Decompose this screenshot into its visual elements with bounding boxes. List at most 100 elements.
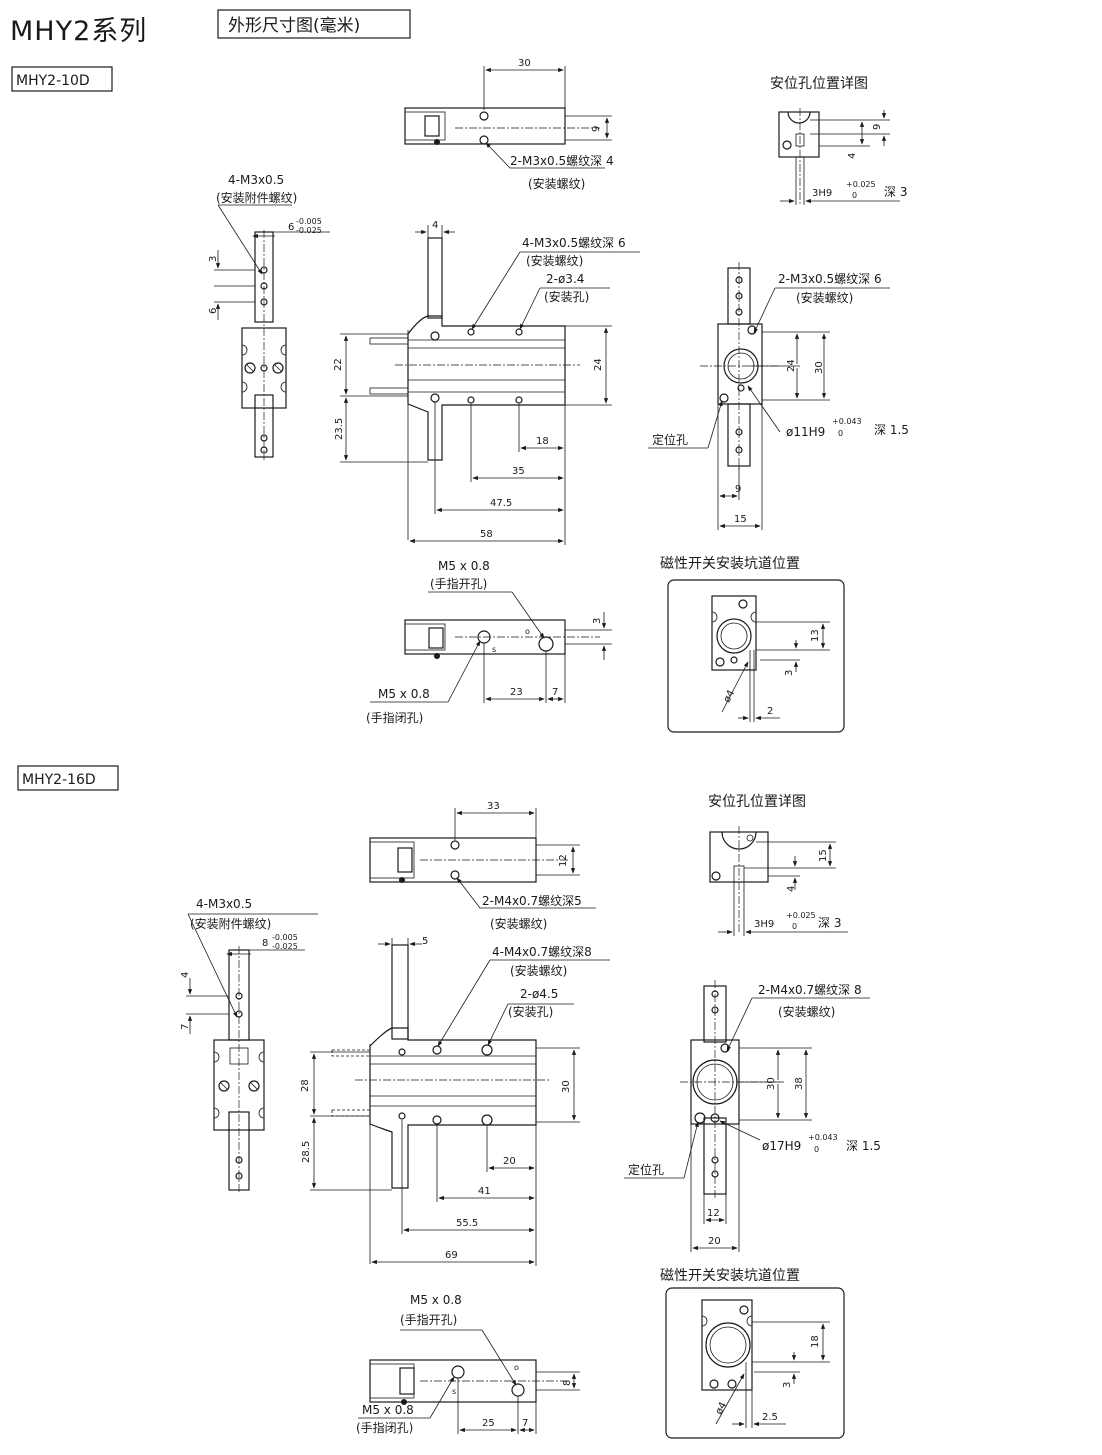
locating-detail-16d: 15 4	[709, 826, 848, 936]
detail-fit-base-10d: 3H9	[812, 188, 832, 199]
dim-front-69-16d: 69	[445, 1250, 458, 1261]
dim-front-20-16d: 20	[503, 1156, 516, 1167]
side-fit-base-10d: ø11H9	[786, 425, 825, 439]
dim-detail-4-10d: 4	[847, 153, 858, 159]
finger-thread-label-10d: 4-M3x0.5	[228, 173, 284, 187]
detail-title-16d: 安位孔位置详图	[708, 794, 806, 810]
dim-switch-phi4-10d: ø4	[722, 688, 738, 704]
dim-port-25-16d: 25	[482, 1418, 495, 1429]
dim-side-9-10d: 9	[735, 484, 741, 495]
front-thread-note-10d: (安装螺纹)	[526, 253, 583, 268]
front-hole-label-10d: 2-ø3.4	[546, 272, 584, 286]
side-thread-label-10d: 2-M3x0.5螺纹深 6	[778, 272, 882, 286]
side-fit-upper-16d: +0.043	[808, 1133, 838, 1142]
dim-front-41-16d: 41	[478, 1186, 491, 1197]
dim-finger-6-10d: 6	[208, 308, 219, 314]
port-open-note-16d: (手指开孔)	[400, 1312, 457, 1327]
locating-hole-label-16d: 定位孔	[628, 1162, 664, 1177]
dim-front-22-10d: 22	[333, 358, 344, 371]
model-label-10d: MHY2-10D	[16, 73, 90, 89]
front-hole-note-16d: (安装孔)	[508, 1004, 553, 1019]
dim-switch-13-10d: 13	[810, 629, 821, 642]
front-hole-note-10d: (安装孔)	[544, 289, 589, 304]
dim-top-33-16d: 33	[487, 801, 500, 812]
dim-top-9-10d: 9	[591, 126, 602, 132]
side-thread-note-16d: (安装螺纹)	[778, 1004, 835, 1019]
dim-front-23-5-10d: 23.5	[334, 418, 345, 440]
dim-front-5-16d: 5	[422, 936, 428, 947]
subtitle-box	[217, 9, 411, 39]
switch-slot-10d: 13 3 ø4 2	[667, 579, 845, 733]
dim-switch-3-10d: 3	[784, 670, 795, 676]
port-open-note-10d: (手指开孔)	[430, 576, 487, 591]
dim-front-47-5-10d: 47.5	[490, 498, 512, 509]
dim-front-4-10d: 4	[432, 220, 438, 231]
dim-front-18-10d: 18	[536, 436, 549, 447]
dim-port-23-10d: 23	[510, 687, 523, 698]
top-thread-note-10d: (安装螺纹)	[528, 176, 585, 191]
side-fit-lower-10d: 0	[838, 429, 843, 438]
model-label-box-16d	[17, 765, 119, 791]
detail-fit-lower-10d: 0	[852, 191, 857, 200]
dim-switch-2-5-16d: 2.5	[762, 1412, 778, 1423]
detail-fit-upper-10d: +0.025	[846, 180, 876, 189]
dim-side-38-16d: 38	[794, 1077, 805, 1090]
page-subtitle: 外形尺寸图(毫米)	[228, 16, 360, 36]
dim-top-12-16d: 12	[558, 854, 569, 867]
port-open-label-16d: M5 x 0.8	[410, 1293, 462, 1307]
detail-fit-lower-16d: 0	[792, 922, 797, 931]
switch-title-16d: 磁性开关安装坑道位置	[660, 1268, 800, 1284]
top-thread-note-16d: (安装螺纹)	[490, 916, 547, 931]
dim-front-58-10d: 58	[480, 529, 493, 540]
front-hole-label-16d: 2-ø4.5	[520, 987, 558, 1001]
port-close-label-10d: M5 x 0.8	[378, 687, 430, 701]
page-title: MHY2系列	[10, 16, 147, 47]
detail-fit-base-16d: 3H9	[754, 919, 774, 930]
switch-slot-16d: 18 3 ø4 2.5	[665, 1287, 845, 1439]
side-fit-upper-10d: +0.043	[832, 417, 862, 426]
dim-front-35-10d: 35	[512, 466, 525, 477]
dim-front-55-5-16d: 55.5	[456, 1218, 478, 1229]
dim-front-28-5-16d: 28.5	[301, 1141, 312, 1163]
dim-front-28-16d: 28	[300, 1079, 311, 1092]
side-thread-note-10d: (安装螺纹)	[796, 290, 853, 305]
dim-switch-18-16d: 18	[810, 1335, 821, 1348]
front-thread-note-16d: (安装螺纹)	[510, 963, 567, 978]
side-view-10d: 24 30 9 15	[648, 262, 890, 530]
locating-detail-10d: 9 4	[778, 108, 900, 205]
detail-fit-upper-16d: +0.025	[786, 911, 816, 920]
port-mark-o-16d: o	[514, 1363, 519, 1372]
top-view-16d: 33 12	[369, 801, 596, 909]
front-thread-label-10d: 4-M3x0.5螺纹深 6	[522, 236, 626, 250]
side-fit-lower-16d: 0	[814, 1145, 819, 1154]
finger-thread-label-16d: 4-M3x0.5	[196, 897, 252, 911]
model-label-box-10d	[11, 66, 113, 92]
finger-tol-base-16d: 8	[262, 938, 268, 949]
port-mark-s-10d: s	[492, 645, 496, 654]
front-thread-label-16d: 4-M4x0.7螺纹深8	[492, 945, 592, 959]
port-close-note-16d: (手指闭孔)	[356, 1420, 413, 1435]
dim-front-30-16d: 30	[561, 1080, 572, 1093]
dim-switch-2-10d: 2	[767, 706, 773, 717]
dim-port-8-16d: 8	[562, 1380, 573, 1386]
side-thread-label-16d: 2-M4x0.7螺纹深 8	[758, 983, 862, 997]
dim-side-20-16d: 20	[708, 1236, 721, 1247]
port-close-label-16d: M5 x 0.8	[362, 1403, 414, 1417]
dim-switch-3-16d: 3	[782, 1382, 793, 1388]
dim-switch-phi4-16d: ø4	[714, 1400, 730, 1416]
dim-side-30-10d: 30	[814, 361, 825, 374]
dim-detail-15-16d: 15	[818, 849, 829, 862]
dim-port-7-16d: 7	[522, 1418, 528, 1429]
finger-tol-upper-10d: -0.005	[296, 217, 322, 226]
detail-title-10d: 安位孔位置详图	[770, 76, 868, 92]
front-view-16d: 5 28 28.5 30 20 41 55.5 69	[300, 936, 610, 1266]
port-close-note-10d: (手指闭孔)	[366, 710, 423, 725]
port-mark-o-10d: o	[525, 627, 530, 636]
dim-side-12-16d: 12	[707, 1208, 720, 1219]
side-fit-base-16d: ø17H9	[762, 1139, 801, 1153]
finger-tol-lower-16d: -0.025	[272, 942, 298, 951]
top-thread-label-10d: 2-M3x0.5螺纹深 4	[510, 154, 614, 168]
dim-finger-4-16d: 4	[180, 972, 191, 978]
port-mark-s-16d: s	[452, 1387, 456, 1396]
top-thread-label-16d: 2-M4x0.7螺纹深5	[482, 894, 582, 908]
